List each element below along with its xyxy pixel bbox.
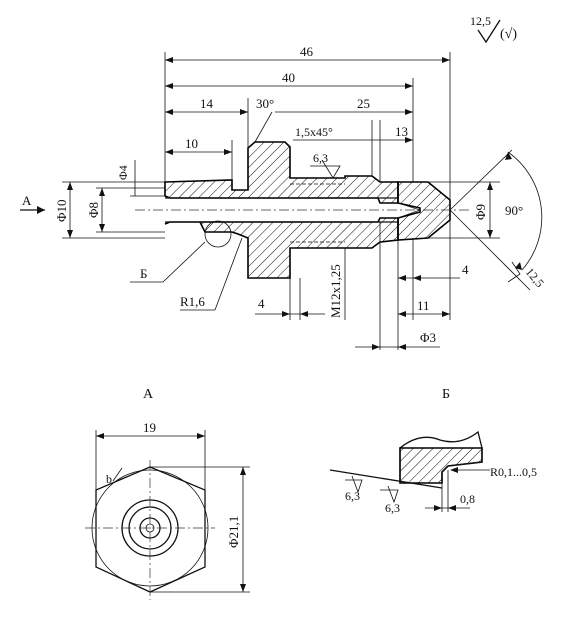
detail-b-callout: Б (140, 266, 147, 281)
dim-phi3-text: Φ3 (420, 330, 436, 345)
lower-body-section (164, 217, 399, 279)
view-a-title: A (143, 387, 154, 402)
dim-4-left-text: 4 (258, 296, 265, 311)
chamfer-text: 1,5x45° (295, 125, 333, 139)
detail-break-line (399, 430, 483, 449)
detail-b: Б R0,1...0,5 0,8 6,3 6,3 (329, 387, 537, 515)
detail-roughness-left-symbol (345, 475, 363, 494)
roughness-general-value: 12,5 (470, 14, 491, 28)
detail-b-leader (162, 241, 206, 283)
dim-phi8-text: Φ8 (86, 202, 101, 218)
detail-b-circle (204, 220, 232, 248)
angle-30-leader (254, 111, 273, 143)
dim-10-text: 10 (185, 136, 198, 151)
view-a-arrow-label: A (22, 193, 32, 208)
cone-roughness-symbol (507, 261, 521, 283)
dim-11-text: 11 (417, 298, 430, 313)
roughness-check-icon (477, 19, 501, 44)
detail-roughness-right-text: 6,3 (385, 501, 400, 515)
general-roughness-symbol: 12,5 (√) (470, 14, 517, 44)
hex-b-leader (112, 467, 123, 482)
dim-4-right-text: 4 (462, 262, 469, 277)
radius-leader (214, 237, 243, 311)
dim-14-text: 14 (200, 96, 214, 111)
hex-outline (95, 466, 206, 593)
hex-b-label: b (106, 472, 112, 486)
dim-08-text: 0,8 (460, 492, 475, 506)
cone-line-upper (449, 149, 513, 211)
view-a: A 19 Φ21,1 b (85, 387, 250, 600)
dim-phi10-text: Φ10 (54, 199, 69, 222)
drill-tip-upper (397, 202, 421, 211)
dim-46-text: 46 (300, 44, 314, 59)
dim-40-text: 40 (282, 70, 295, 85)
dim-phi4-text: Φ4 (116, 165, 130, 180)
detail-slant-line (329, 469, 443, 489)
thread-designation-text: M12x1,25 (328, 264, 343, 318)
dim-19-text: 19 (143, 420, 156, 435)
angle-30-text: 30° (256, 96, 274, 111)
thread-roughness-symbol (310, 159, 341, 179)
upper-body-section (164, 141, 399, 204)
angle-90-text: 90° (505, 203, 523, 218)
detail-groove-profile (441, 461, 483, 483)
detail-roughness-right-symbol (380, 485, 399, 504)
detail-radius-text: R0,1...0,5 (490, 465, 537, 479)
dim-21-text: Φ21,1 (226, 516, 241, 548)
detail-b-section (399, 447, 483, 484)
drill-tip-lower (397, 209, 421, 219)
angle-90-arc (507, 151, 543, 271)
main-section-view: A 46 40 14 25 30° 10 1,5x45° (20, 44, 547, 350)
detail-b-title: Б (442, 387, 450, 402)
detail-roughness-left-text: 6,3 (345, 489, 360, 503)
roughness-general-suffix: (√) (500, 27, 517, 42)
dim-13-text: 13 (395, 124, 408, 139)
nose-cone-section (397, 181, 451, 241)
thread-roughness-text: 6,3 (313, 151, 328, 165)
radius-text: R1,6 (180, 294, 205, 309)
dim-25-text: 25 (357, 96, 370, 111)
dim-phi9-text: Φ9 (473, 204, 488, 220)
view-a-arrowhead (37, 206, 45, 214)
